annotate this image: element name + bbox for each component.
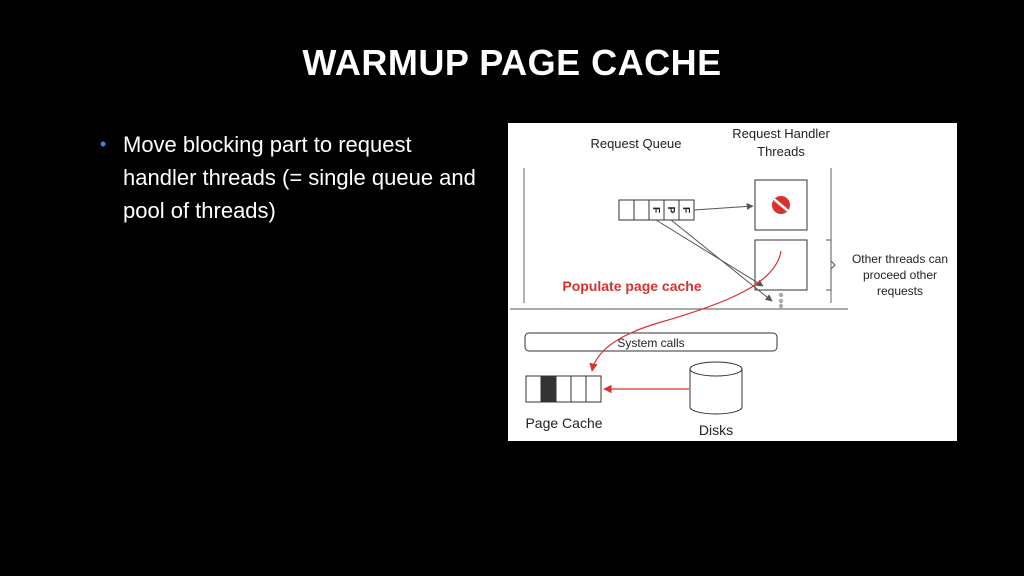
page-cache-cell [525, 375, 542, 403]
page-cache-cell [570, 375, 587, 403]
populate-cache-arrow [589, 250, 782, 372]
bullet-text: Move blocking part to request handler th… [123, 132, 476, 223]
request-queue: F P F [618, 199, 695, 221]
other-threads-line2: proceed other [863, 268, 937, 282]
queue-cell-letter: F [650, 207, 661, 213]
queue-to-thread-arrow [693, 202, 754, 211]
page-cache-label: Page Cache [525, 415, 602, 431]
continuation-dot [778, 292, 784, 298]
slide-title: WARMUP PAGE CACHE [302, 42, 722, 83]
handler-label-line2: Threads [757, 144, 805, 159]
queue-cell [618, 199, 635, 221]
page-cache-cell [555, 375, 572, 403]
other-threads-line3: requests [877, 284, 923, 298]
populate-cache-label: Populate page cache [562, 278, 701, 294]
page-cache-cell-filled [540, 375, 557, 403]
queue-to-thread-arrow [655, 219, 764, 287]
handler-label-line1: Request Handler [732, 126, 830, 141]
diagram-panel: Request Queue Request Handler Threads F … [508, 123, 957, 441]
queue-cell-letter: F [680, 207, 691, 213]
handler-thread-free [754, 239, 808, 291]
diagram-canvas: Request Queue Request Handler Threads F … [510, 126, 948, 438]
blocked-icon [772, 196, 790, 214]
threads-bracket [826, 239, 836, 291]
disks-label: Disks [699, 422, 733, 438]
page-cache-cell [585, 375, 602, 403]
continuation-dot [778, 298, 784, 304]
other-threads-line1: Other threads can [852, 252, 948, 266]
request-queue-label: Request Queue [590, 136, 681, 151]
disk-icon [689, 361, 743, 415]
page-cache [525, 375, 602, 403]
system-calls-label: System calls [617, 336, 684, 350]
queue-cell [633, 199, 650, 221]
queue-to-thread-arrow [670, 219, 773, 302]
continuation-dot [778, 303, 784, 309]
bullet-marker-icon: • [100, 134, 107, 154]
queue-cell-letter: P [665, 207, 676, 214]
system-calls-bar [524, 332, 778, 352]
bullet-item: • Move blocking part to request handler … [100, 128, 480, 227]
bullet-list: • Move blocking part to request handler … [100, 128, 480, 227]
